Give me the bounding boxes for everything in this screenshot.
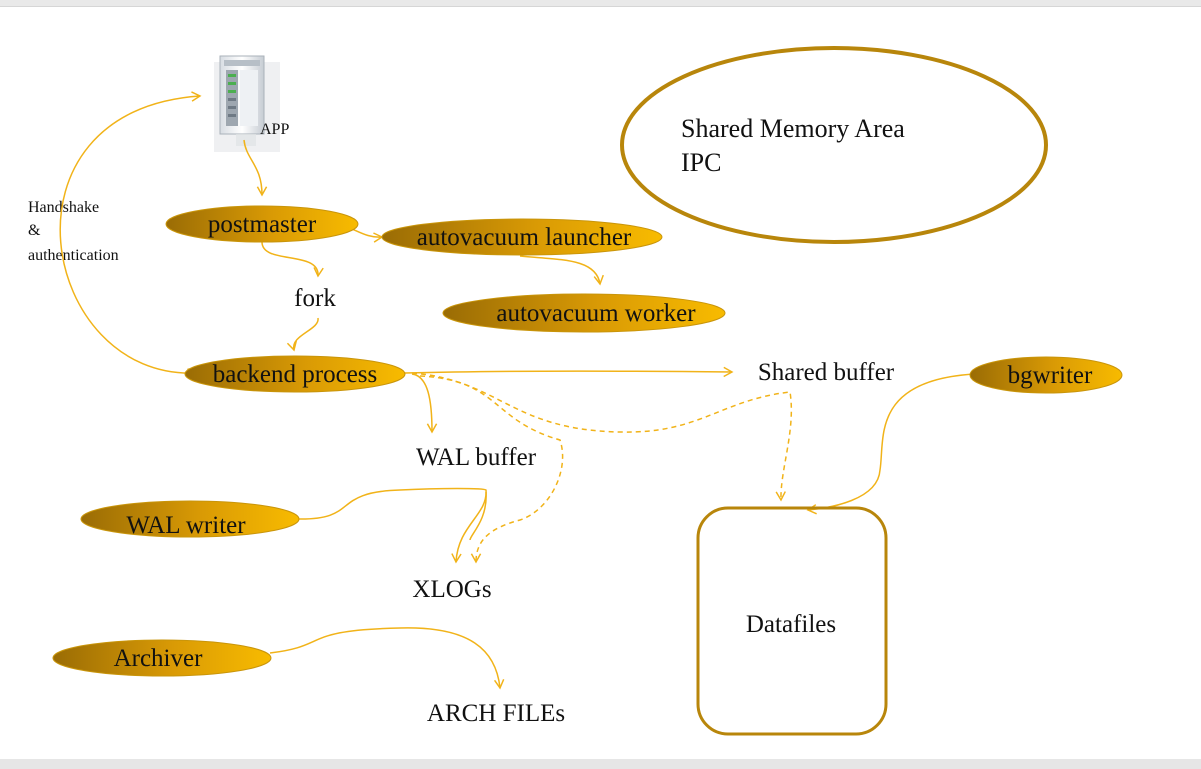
xlogs-label: XLOGs [412,576,491,603]
arrow-fork-to-backend [286,317,319,352]
shared-buffer-label: Shared buffer [758,359,895,386]
server-icon [214,55,280,152]
arrow-walbuffer-to-xlogs [469,491,487,541]
arrow-app-to-postmaster [243,139,268,197]
wal-buffer-label: WAL buffer [416,444,537,471]
bgwriter-process [969,356,1123,394]
arrow-walwriter-to-xlogs [297,487,487,564]
dashed-arrow-backend-to-datafiles [411,372,793,502]
postmaster-label: postmaster [208,211,317,238]
arrow-backend-to-wal-buffer [411,373,438,434]
arch-files-label: ARCH FILEs [427,700,565,727]
app-label: APP [260,121,289,138]
bottom-window-edge [0,759,1201,769]
arrow-postmaster-to-fork [261,241,324,278]
shared-memory-line-1: Shared Memory Area [681,114,905,143]
shared-memory-ellipse [620,46,1048,244]
arrow-launcher-to-worker [519,255,604,286]
arrow-archiver-to-archfiles [269,627,505,690]
datafiles-box [696,506,888,736]
wal-writer-process [80,500,300,538]
autovacuum-launcher-process [381,218,663,256]
fork-label: fork [294,285,336,312]
dashed-arrows [411,372,793,564]
bgwriter-label: bgwriter [1008,362,1093,389]
handshake-line-3: authentication [28,247,119,264]
backend-process [184,355,406,393]
archiver-process [52,639,272,677]
autovacuum-worker-process [442,293,726,333]
wal-writer-label: WAL writer [126,512,246,539]
handshake-line-2: & [28,222,41,239]
arrows [59,91,976,690]
autovacuum-launcher-label: autovacuum launcher [417,224,632,251]
datafiles-label: Datafiles [746,611,836,638]
top-window-edge [0,0,1201,7]
postmaster-process [165,205,359,243]
backend-process-label: backend process [213,361,378,388]
archiver-label: Archiver [114,645,204,672]
handshake-line-1: Handshake [28,199,99,216]
arrow-backend-to-shared-buffer [404,366,734,378]
arrow-handshake-bidirectional [59,91,202,379]
dashed-arrow-backend-to-xlogs [419,375,564,564]
shared-memory-line-2: IPC [681,148,721,177]
arrow-bgwriter-to-datafiles [806,373,976,515]
autovacuum-worker-label: autovacuum worker [496,300,696,327]
